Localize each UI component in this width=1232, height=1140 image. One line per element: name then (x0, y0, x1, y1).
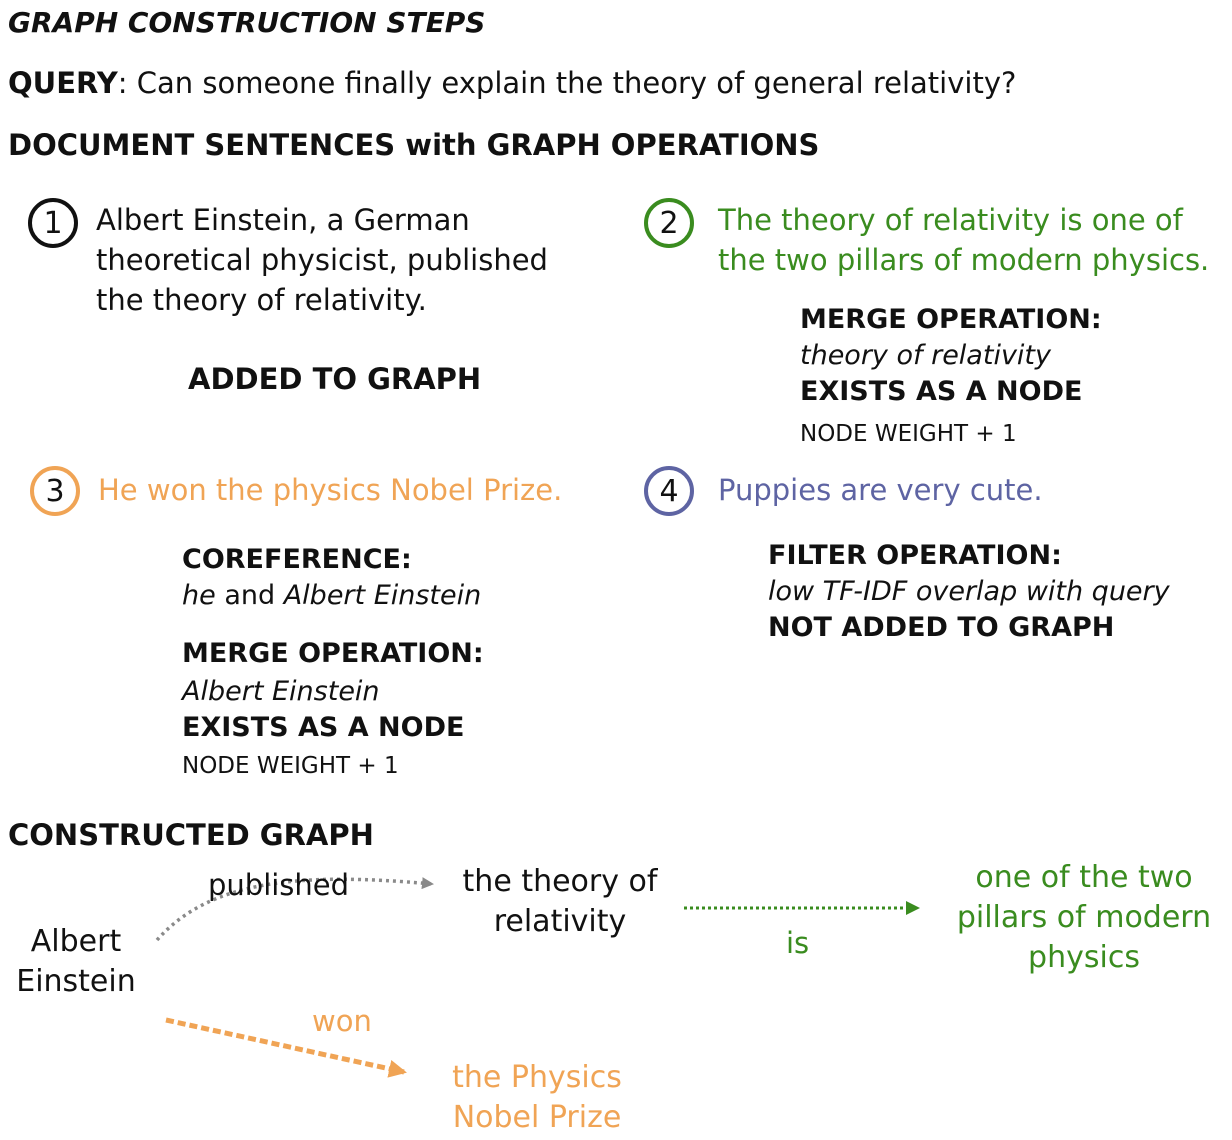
coref-and: and (215, 580, 284, 611)
step-badge-2: 2 (644, 198, 694, 248)
op-label: MERGE OPERATION: (800, 304, 1102, 335)
node-line: one of the two (975, 860, 1193, 895)
sentence-line: the theory of relativity. (96, 283, 427, 317)
sentence-line: He won the physics Nobel Prize. (98, 473, 563, 507)
node-line: the theory of (462, 864, 658, 899)
query-line: QUERY: Can someone finally explain the t… (8, 66, 1016, 100)
op-label: MERGE OPERATION: (182, 638, 484, 669)
op-label: NOT ADDED TO GRAPH (768, 612, 1115, 643)
node-line: relativity (493, 904, 627, 939)
node-line: Albert (30, 924, 122, 959)
op-italic: theory of relativity (800, 340, 1051, 371)
node-nobel-prize: the Physics Nobel Prize (432, 1058, 642, 1138)
query-text: : Can someone finally explain the theory… (117, 66, 1017, 100)
query-label: QUERY (8, 66, 118, 100)
sentence-1: Albert Einstein, a German theoretical ph… (96, 200, 548, 320)
sentence-line: theoretical physicist, published (96, 243, 548, 277)
op-merge-2: MERGE OPERATION: theory of relativity EX… (800, 302, 1102, 452)
edge-won (165, 1017, 407, 1078)
node-line: Einstein (16, 964, 136, 999)
coref-he: he (182, 580, 216, 611)
node-theory-of-relativity: the theory of relativity (440, 862, 680, 942)
step-badge-1: 1 (28, 198, 78, 248)
op-label: FILTER OPERATION: (768, 540, 1062, 571)
sentence-line: The theory of relativity is one of (718, 203, 1183, 237)
sentence-4: Puppies are very cute. (718, 470, 1043, 510)
graph-heading: CONSTRUCTED GRAPH (8, 818, 374, 852)
op-weight: NODE WEIGHT + 1 (800, 421, 1017, 447)
coref-ae: Albert Einstein (283, 580, 482, 611)
sentence-line: Albert Einstein, a German (96, 203, 470, 237)
node-line: pillars of modern (956, 900, 1212, 935)
step-badge-3: 3 (30, 466, 80, 516)
edge-label-won: won (312, 1004, 372, 1038)
op-italic: low TF-IDF overlap with query (768, 576, 1170, 607)
page-title: GRAPH CONSTRUCTION STEPS (8, 6, 486, 39)
node-albert-einstein: Albert Einstein (0, 922, 152, 1002)
edge-label-is: is (786, 926, 810, 960)
op-label: COREFERENCE: (182, 544, 412, 575)
sentence-3: He won the physics Nobel Prize. (98, 470, 562, 510)
step-badge-4: 4 (644, 466, 694, 516)
edge-published (155, 877, 434, 942)
node-line: Nobel Prize (452, 1100, 622, 1135)
op-added-to-graph: ADDED TO GRAPH (188, 362, 482, 396)
sentence-line: the two pillars of modern physics. (718, 243, 1210, 277)
op-filter-4: FILTER OPERATION: low TF-IDF overlap wit… (768, 538, 1170, 646)
op-coref-text: he and Albert Einstein (182, 578, 481, 614)
doc-heading: DOCUMENT SENTENCES with GRAPH OPERATIONS (8, 128, 820, 162)
op-label: EXISTS AS A NODE (182, 712, 465, 743)
sentence-2: The theory of relativity is one of the t… (718, 200, 1209, 280)
node-line: physics (1028, 940, 1140, 975)
op-merge-3: MERGE OPERATION: Albert Einstein EXISTS … (182, 636, 484, 784)
op-italic: Albert Einstein (182, 676, 380, 707)
node-line: the Physics (452, 1060, 622, 1095)
op-weight: NODE WEIGHT + 1 (182, 753, 399, 779)
op-coref-3: COREFERENCE: he and Albert Einstein (182, 542, 481, 614)
node-pillars: one of the two pillars of modern physics (944, 858, 1224, 978)
op-label: EXISTS AS A NODE (800, 376, 1083, 407)
sentence-line: Puppies are very cute. (718, 473, 1043, 507)
edge-label-published: published (208, 868, 350, 902)
